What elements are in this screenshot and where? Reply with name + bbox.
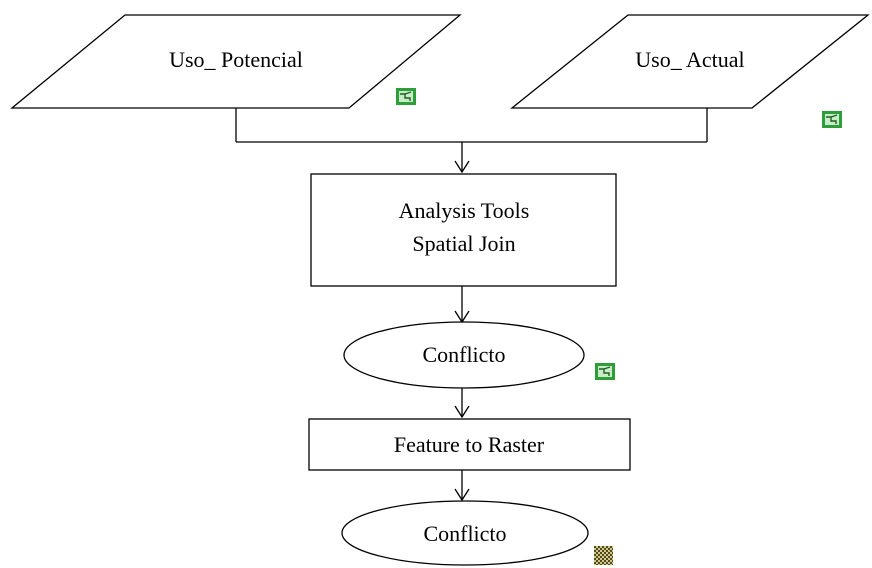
conflicto-raster-shape	[341, 500, 589, 566]
raster-layer-icon	[594, 546, 613, 565]
node-feature-to-raster: Feature to Raster	[308, 418, 631, 471]
arrowhead	[454, 160, 470, 174]
analysis-tools-line1: Analysis Tools	[399, 198, 530, 223]
arrowhead	[454, 488, 470, 502]
node-uso-actual: Uso_ Actual	[510, 14, 870, 109]
uso-potencial-shape	[10, 14, 462, 109]
node-analysis-tools: Analysis Tools Spatial Join	[310, 173, 617, 287]
uso-actual-label: Uso_ Actual	[635, 47, 744, 72]
analysis-tools-shape	[310, 173, 617, 287]
node-conflicto-vector: Conflicto	[343, 321, 585, 389]
feature-layer-icon	[595, 363, 615, 380]
feature-layer-icon	[396, 88, 416, 105]
feature-to-raster-shape	[308, 418, 631, 471]
node-conflicto-raster: Conflicto	[341, 500, 589, 566]
arrowhead	[454, 405, 470, 419]
arrow-to-conflicto-vector	[454, 286, 470, 324]
conflicto-vector-shape	[343, 321, 585, 389]
analysis-tools-line2: Spatial Join	[412, 231, 515, 256]
uso-potencial-label: Uso_ Potencial	[169, 47, 303, 72]
node-uso-potencial: Uso_ Potencial	[10, 14, 462, 109]
conflicto-raster-label: Conflicto	[423, 521, 506, 546]
conflicto-vector-label: Conflicto	[422, 342, 505, 367]
feature-layer-icon	[822, 111, 842, 128]
uso-actual-shape	[510, 14, 870, 109]
arrow-to-conflicto-raster	[454, 470, 470, 502]
join-connector	[235, 108, 708, 174]
feature-to-raster-label: Feature to Raster	[394, 432, 545, 457]
arrow-to-feature-to-raster	[454, 388, 470, 419]
